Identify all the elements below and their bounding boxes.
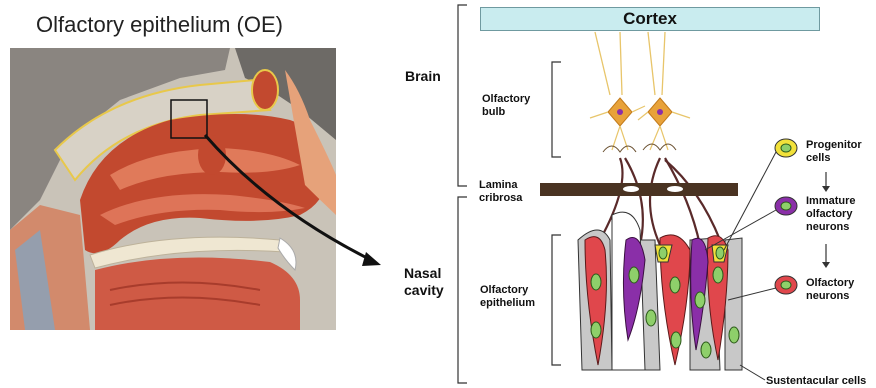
lamina-cribrosa-label: Lamina cribrosa: [479, 179, 522, 205]
lamina-cribrosa-bar: [540, 183, 738, 196]
progenitor-cells-label: Progenitor cells: [806, 139, 862, 165]
olfactory-epithelium-label: Olfactory epithelium: [480, 284, 535, 310]
sustentacular-cells-label: Sustentacular cells: [766, 375, 866, 388]
olfactory-bulb-label: Olfactory bulb: [482, 93, 530, 119]
epithelium-bracket: [552, 235, 561, 365]
mitral-cells: [590, 98, 690, 150]
nasal-cavity-label: Nasal cavity: [404, 265, 444, 299]
immature-neurons-label: Immature olfactory neurons: [806, 195, 856, 234]
olfactory-neurons-label: Olfactory neurons: [806, 277, 854, 303]
epithelium-cells: [578, 212, 742, 370]
bulb-bracket: [552, 62, 561, 157]
legend-progenitor-icon: [775, 139, 797, 157]
brain-bracket: [458, 5, 467, 186]
legend-neuron-icon: [775, 276, 797, 294]
frontal-sinus: [252, 70, 278, 110]
cortex-box: Cortex: [480, 7, 820, 31]
tongue: [95, 258, 300, 331]
legend-immature-icon: [775, 197, 797, 215]
cortex-axons: [595, 32, 665, 95]
brain-label: Brain: [405, 68, 441, 85]
nasal-bracket: [458, 197, 467, 383]
zoom-arrowhead: [362, 252, 381, 266]
